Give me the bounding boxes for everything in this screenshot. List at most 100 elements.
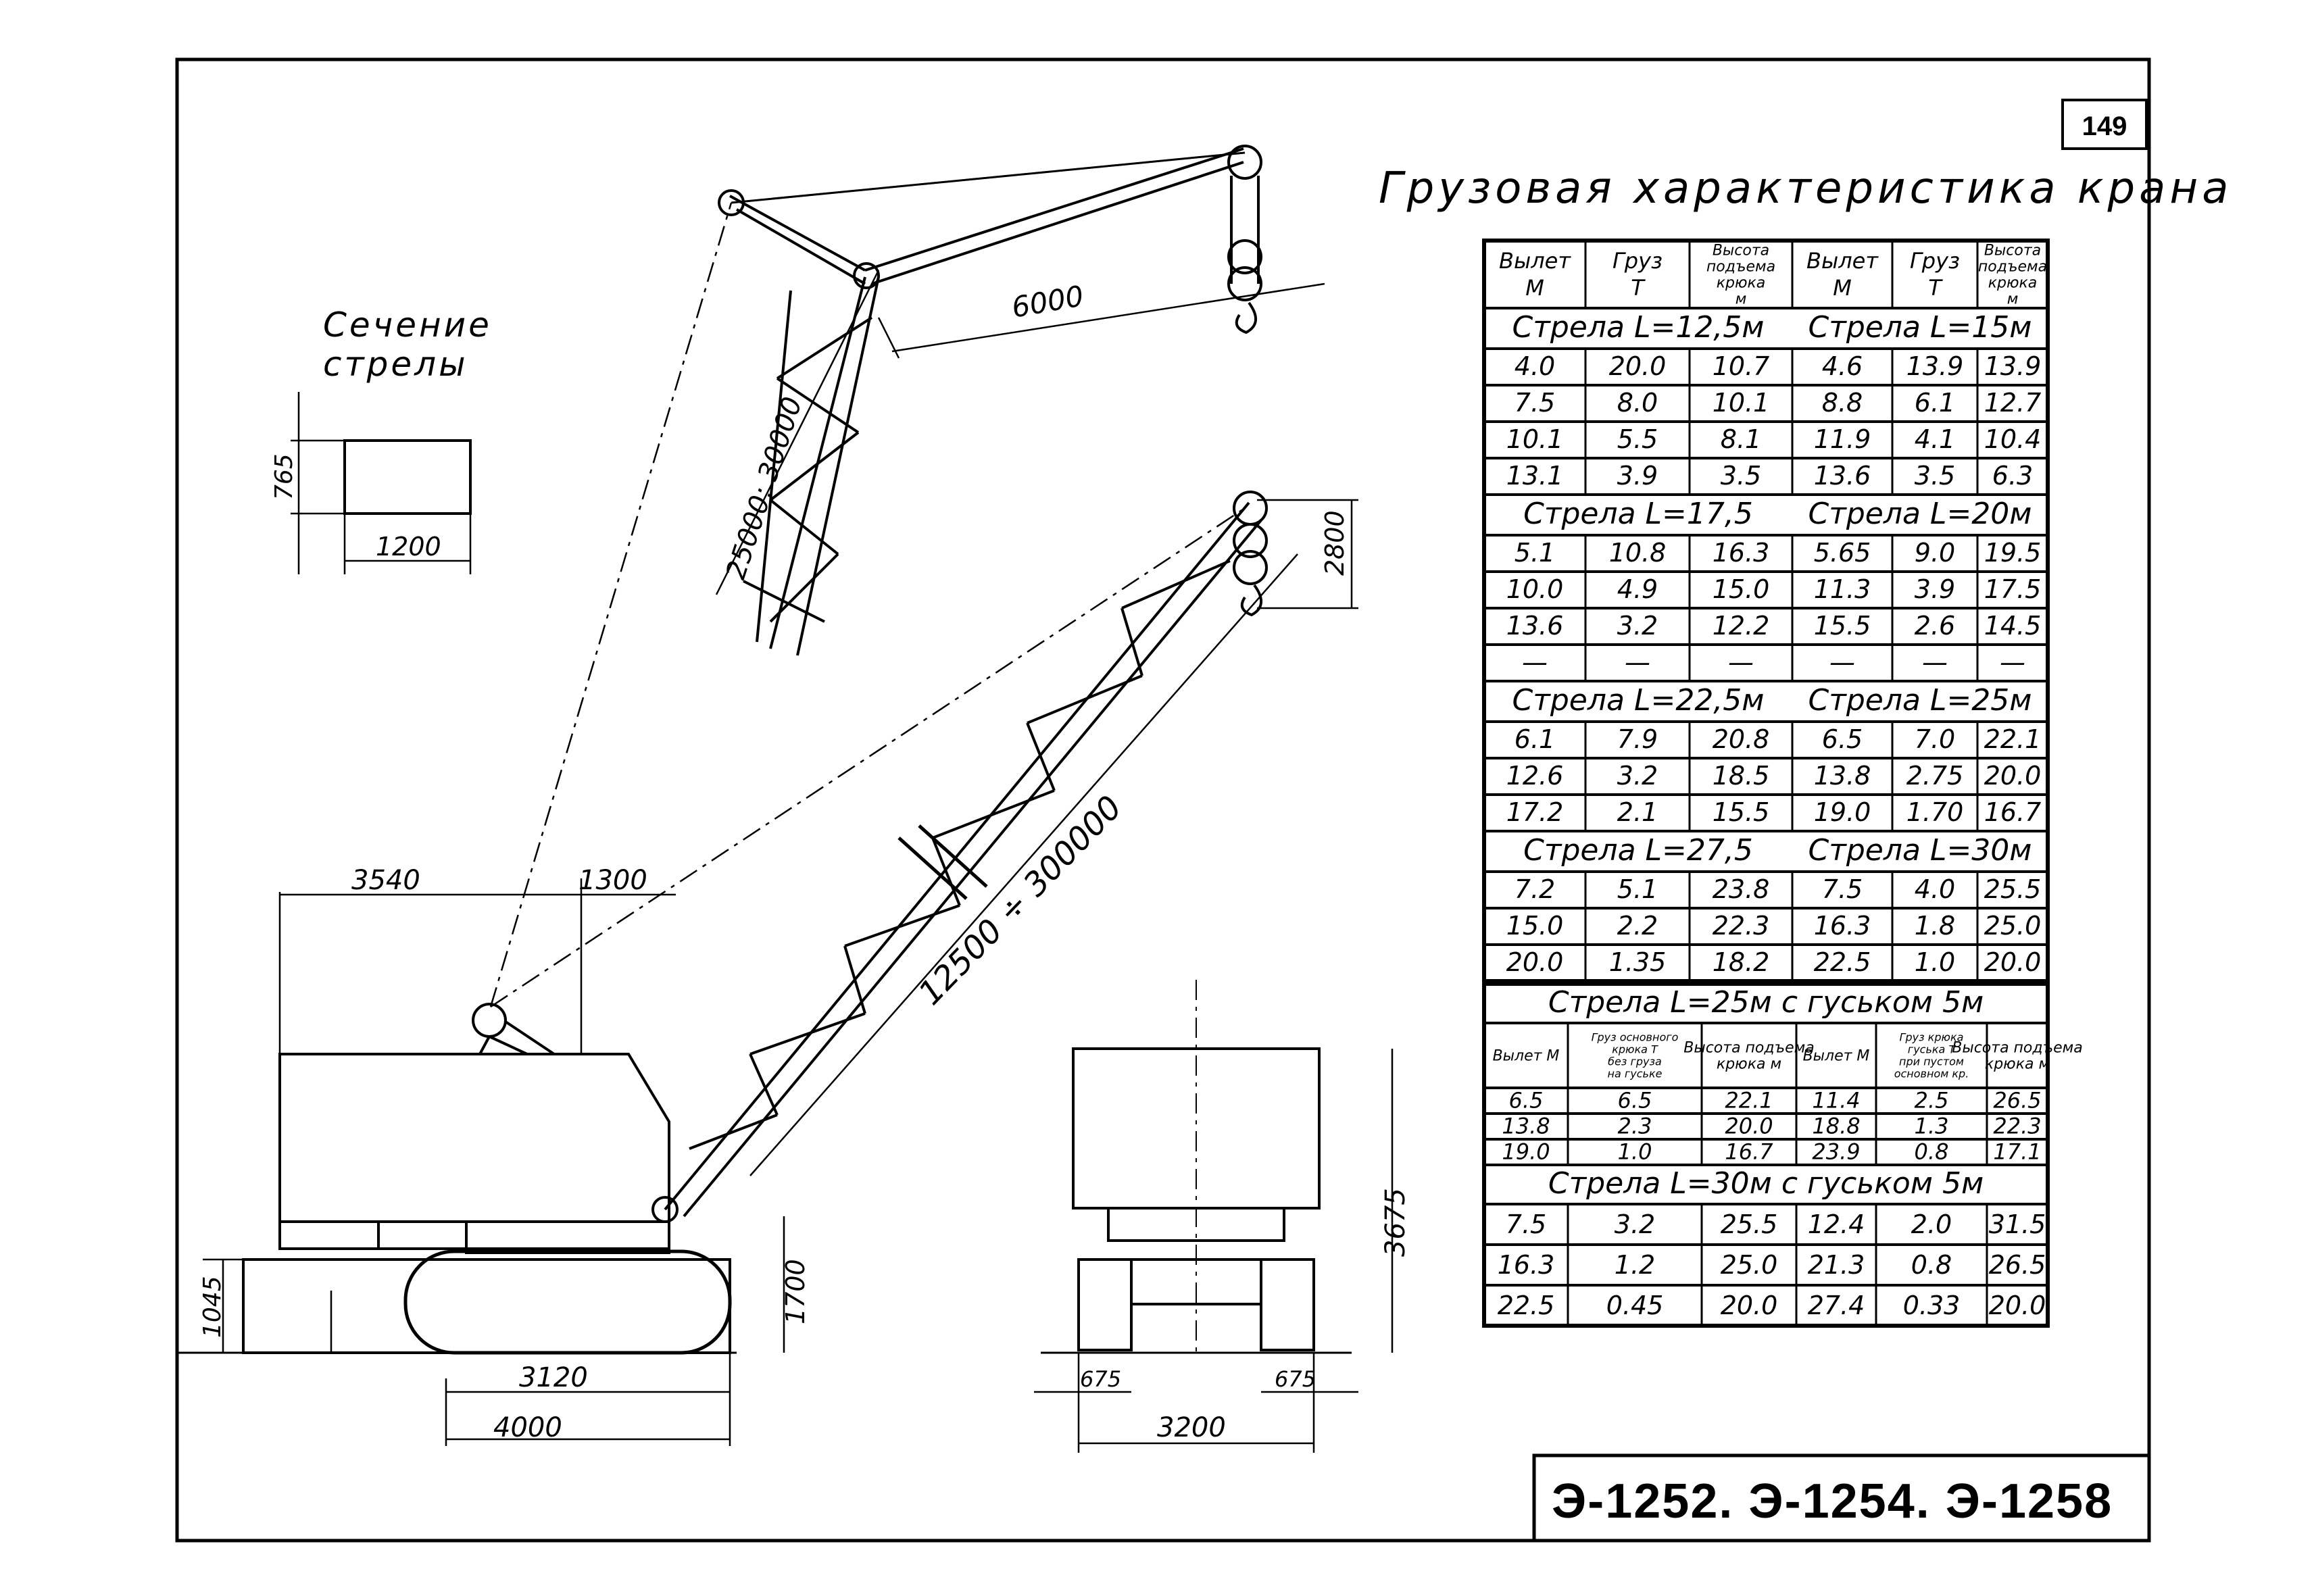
jib-cell: 25.0 [1721, 1250, 1778, 1280]
header-cell-text: подъема [1978, 259, 2047, 276]
crane-side-view [177, 145, 1268, 1355]
jib-header-cell-text: гуська Т [1908, 1043, 1956, 1056]
load-chart-title: Грузовая характеристика крана [1379, 164, 2232, 214]
table-cell: 10.0 [1506, 574, 1564, 604]
boom-extension [729, 147, 1244, 656]
table-cell: 16.3 [1713, 538, 1770, 568]
table-cell: 1.0 [1915, 947, 1955, 977]
table-cell: 13.6 [1814, 461, 1871, 491]
table-cell: 10.1 [1506, 424, 1564, 454]
table-cell: 14.5 [1984, 611, 2042, 641]
jib-cell: 23.9 [1812, 1139, 1860, 1165]
dim-track-base: 3120 [519, 1362, 588, 1393]
table-cell: 7.0 [1915, 724, 1955, 754]
jib-cell: 6.5 [1509, 1088, 1544, 1114]
table-cell: 4.0 [1515, 351, 1555, 381]
table-cell: 25.0 [1984, 911, 2042, 941]
header-cell-text: М [1525, 275, 1544, 301]
table-cell: 6.3 [1992, 461, 2033, 491]
main-boom [664, 501, 1262, 1218]
table-cell: 7.2 [1515, 874, 1555, 904]
table-cell: 22.1 [1984, 724, 2042, 754]
table-cell: 20.0 [1984, 761, 2042, 791]
jib-cell: 20.0 [1725, 1114, 1773, 1139]
header-cell-text: М [1833, 275, 1852, 301]
jib-cell: 0.8 [1915, 1139, 1949, 1165]
page-number: 149 [2082, 111, 2127, 141]
table-cell: — [2000, 647, 2025, 677]
table-cell: 6.1 [1915, 388, 1955, 418]
table-cell: 10.7 [1713, 351, 1770, 381]
table-cell: 16.3 [1814, 911, 1871, 941]
dim-rear: 3540 [351, 865, 420, 896]
jib-cell: 2.5 [1915, 1088, 1949, 1114]
dim-ground-left: 1045 [199, 1276, 226, 1338]
header-cell-text: подъема [1706, 259, 1775, 276]
table-cell: 13.1 [1506, 461, 1564, 491]
dim-pivot-height: 1700 [781, 1259, 810, 1324]
jib-header-cell-text: Высота подъема [1683, 1040, 1815, 1057]
section-label-2: стрелы [323, 345, 468, 384]
jib-cell: 2.3 [1618, 1114, 1652, 1139]
table-cell: 4.9 [1617, 574, 1658, 604]
jib-cell: 1.0 [1618, 1139, 1652, 1165]
jib-cell: 26.5 [1989, 1250, 2046, 1280]
jib-header-cell-text: крюка м [1985, 1056, 2050, 1073]
table-cell: 1.8 [1915, 911, 1955, 941]
table-cell: 7.5 [1515, 388, 1555, 418]
table-cell: 13.8 [1814, 761, 1871, 791]
table-cell: 15.5 [1713, 797, 1770, 827]
table-cell: 13.6 [1506, 611, 1564, 641]
jib-cell: 13.8 [1502, 1114, 1550, 1139]
table-cell: — [1728, 647, 1754, 677]
jib-header-cell-text: Высота подъема [1952, 1040, 2083, 1057]
jib-cell: 11.4 [1812, 1088, 1860, 1114]
dim-track-left: 675 [1080, 1366, 1121, 1392]
table-cell: 1.35 [1609, 947, 1667, 977]
table-cell: 20.0 [1984, 947, 2042, 977]
header-cell-text: Груз [1613, 248, 1663, 274]
page-number-box: 149 [2061, 99, 2148, 150]
jib-header-cell-text: основном кр. [1894, 1068, 1969, 1080]
dim-rear-height: 3675 [1380, 1188, 1411, 1257]
table-cell: 18.5 [1713, 761, 1770, 791]
jib-header-cell-text: крюка м [1717, 1056, 1781, 1073]
rigging-lines [489, 151, 1246, 1008]
table-cell: 3.9 [1617, 461, 1658, 491]
table-cell: 15.0 [1506, 911, 1564, 941]
section-label-1: Сечение [323, 305, 492, 345]
jib-header-cell-text: Вылет М [1803, 1048, 1870, 1065]
jib-header-cell-text: Груз крюка [1900, 1031, 1964, 1044]
dim-boom: 12500 ÷ 300000 [911, 789, 1129, 1012]
table-cell: 19.0 [1814, 797, 1871, 827]
header-cell-text: м [2007, 291, 2019, 308]
table-cell: 11.9 [1814, 424, 1871, 454]
table-cell: 5.1 [1515, 538, 1555, 568]
table-cell: 10.1 [1713, 388, 1770, 418]
jib-cell: 22.1 [1725, 1088, 1773, 1114]
table-cell: 18.2 [1713, 947, 1770, 977]
table-cell: 10.4 [1984, 424, 2042, 454]
dim-track-right: 675 [1275, 1366, 1316, 1392]
jib-cell: 6.5 [1618, 1088, 1652, 1114]
table-cell: 3.5 [1721, 461, 1761, 491]
table-cell: 15.5 [1814, 611, 1871, 641]
table-cell: 13.9 [1906, 351, 1964, 381]
table-cell: 5.1 [1617, 874, 1658, 904]
dim-tip: 2800 [1320, 510, 1350, 576]
table-cell: — [1922, 647, 1948, 677]
table-cell: 19.5 [1984, 538, 2042, 568]
table-cell: 20.8 [1713, 724, 1770, 754]
jib-cell: 21.3 [1808, 1250, 1865, 1280]
a-frame-pulley [472, 1003, 507, 1038]
jib-cell: 2.0 [1911, 1210, 1952, 1239]
table-cell: 17.2 [1506, 797, 1564, 827]
table-cell: 4.1 [1915, 424, 1955, 454]
header-cell-text: Груз [1910, 248, 1960, 274]
table-cell: 2.6 [1915, 611, 1955, 641]
sheet-border [175, 57, 2151, 1543]
header-cell-text: м [1736, 291, 1747, 308]
header-cell-text: Высота [1984, 243, 2041, 259]
jib-cell: 22.3 [1993, 1114, 2041, 1139]
